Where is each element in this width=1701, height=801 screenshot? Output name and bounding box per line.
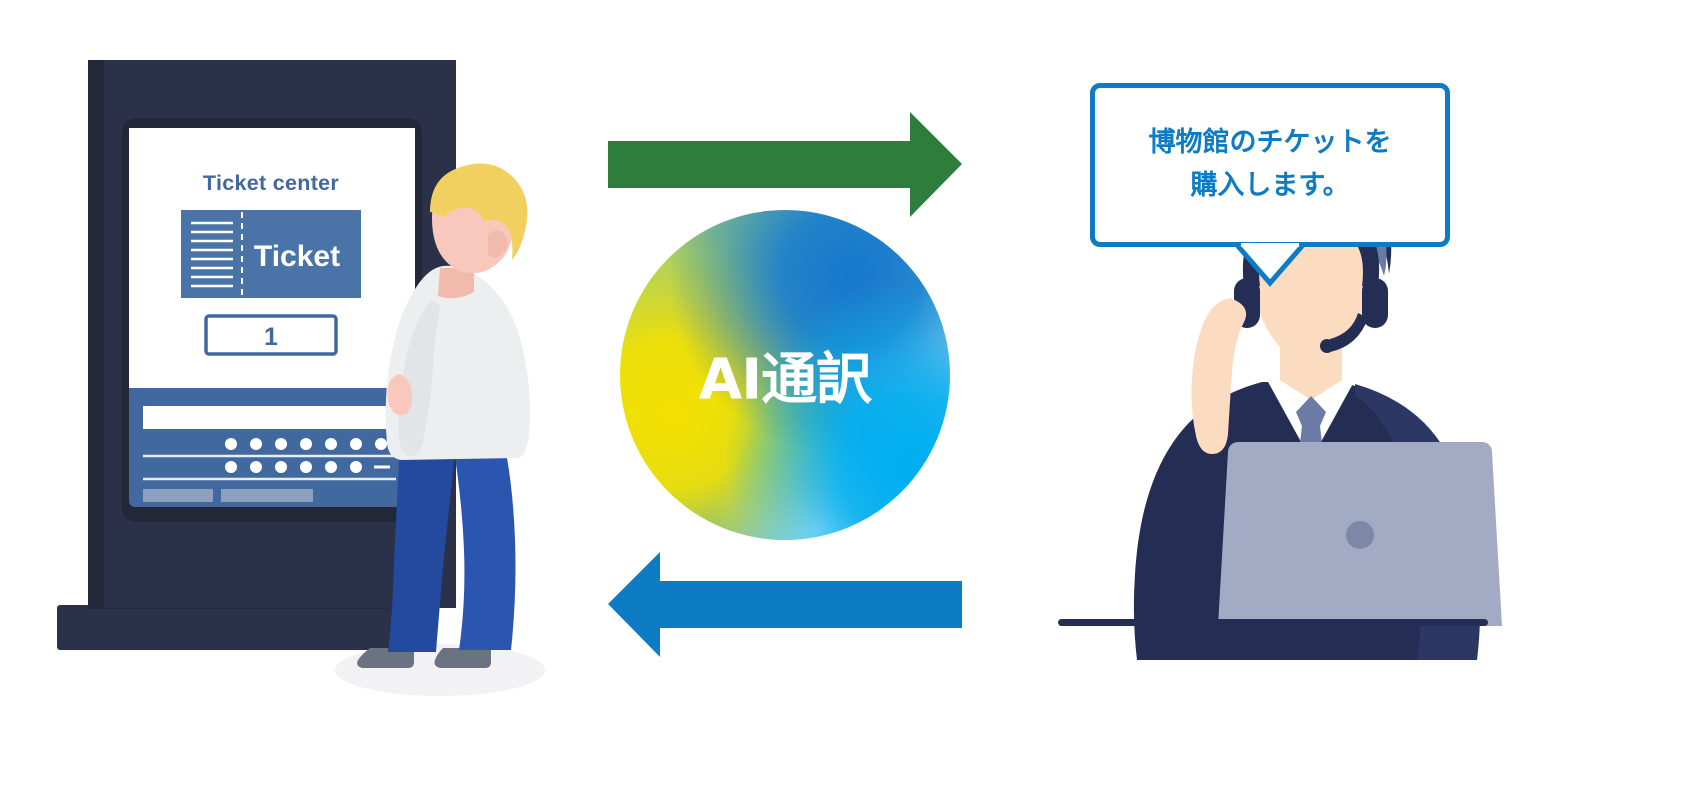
customer-figure	[357, 163, 530, 668]
arrow-left-blue	[608, 552, 962, 657]
quantity-field[interactable]	[204, 314, 338, 356]
ai-gradient-circle	[620, 210, 950, 540]
keypad-row-2[interactable]	[225, 461, 362, 473]
ticket-kiosk-scene: Ticket center Ticket 1	[0, 0, 620, 801]
kiosk-cabinet-left-edge	[88, 60, 104, 608]
hair	[430, 163, 528, 260]
speech-bubble-line-2: 購入します。	[1190, 170, 1350, 201]
center-exchange-scene: AI通訳	[580, 80, 1000, 660]
speech-bubble-line-1: 博物館のチケットを	[1148, 127, 1392, 159]
ear	[488, 230, 508, 258]
shoe-right	[434, 648, 491, 668]
keypad-bar-small[interactable]	[143, 489, 213, 502]
ticket-graphic-bg	[181, 210, 361, 298]
ai-badge-label: AI通訳	[698, 347, 872, 413]
headset-microphone	[1330, 313, 1368, 352]
shoe-left	[357, 648, 414, 668]
arrows-svg	[608, 112, 962, 657]
pants-right-leg	[452, 436, 516, 650]
pants-left-leg	[388, 440, 456, 652]
laptop-logo	[1346, 521, 1374, 549]
keypad-bar-large[interactable]	[221, 489, 313, 502]
speech-bubble: 博物館のチケットを 購入します。	[1090, 83, 1450, 247]
kiosk-plinth	[57, 605, 402, 650]
keypad-display	[143, 406, 396, 429]
neck	[438, 268, 474, 299]
hand	[387, 374, 412, 416]
ticket-stub-lines	[191, 221, 233, 288]
kiosk-screen-title: Ticket center	[203, 171, 339, 195]
keypad-row-1[interactable]	[225, 438, 387, 450]
quantity-value: 1	[264, 323, 278, 351]
ai-interpretation-badge: AI通訳	[620, 210, 950, 540]
operator-raised-hand	[1191, 298, 1247, 454]
speech-bubble-text: 博物館のチケットを 購入します。	[1095, 88, 1445, 242]
speech-bubble-tail	[1235, 243, 1305, 287]
shirt-sleeve	[398, 300, 441, 457]
arrow-right-green	[608, 112, 962, 217]
operator-scene: 博物館のチケットを 購入します。	[1030, 60, 1590, 680]
headset-earcup-right	[1362, 278, 1388, 328]
ticket-label: Ticket	[254, 240, 340, 273]
kiosk-svg: Ticket center Ticket 1	[57, 60, 545, 696]
desk-line	[1058, 619, 1488, 626]
headset-mic-tip	[1320, 339, 1334, 353]
